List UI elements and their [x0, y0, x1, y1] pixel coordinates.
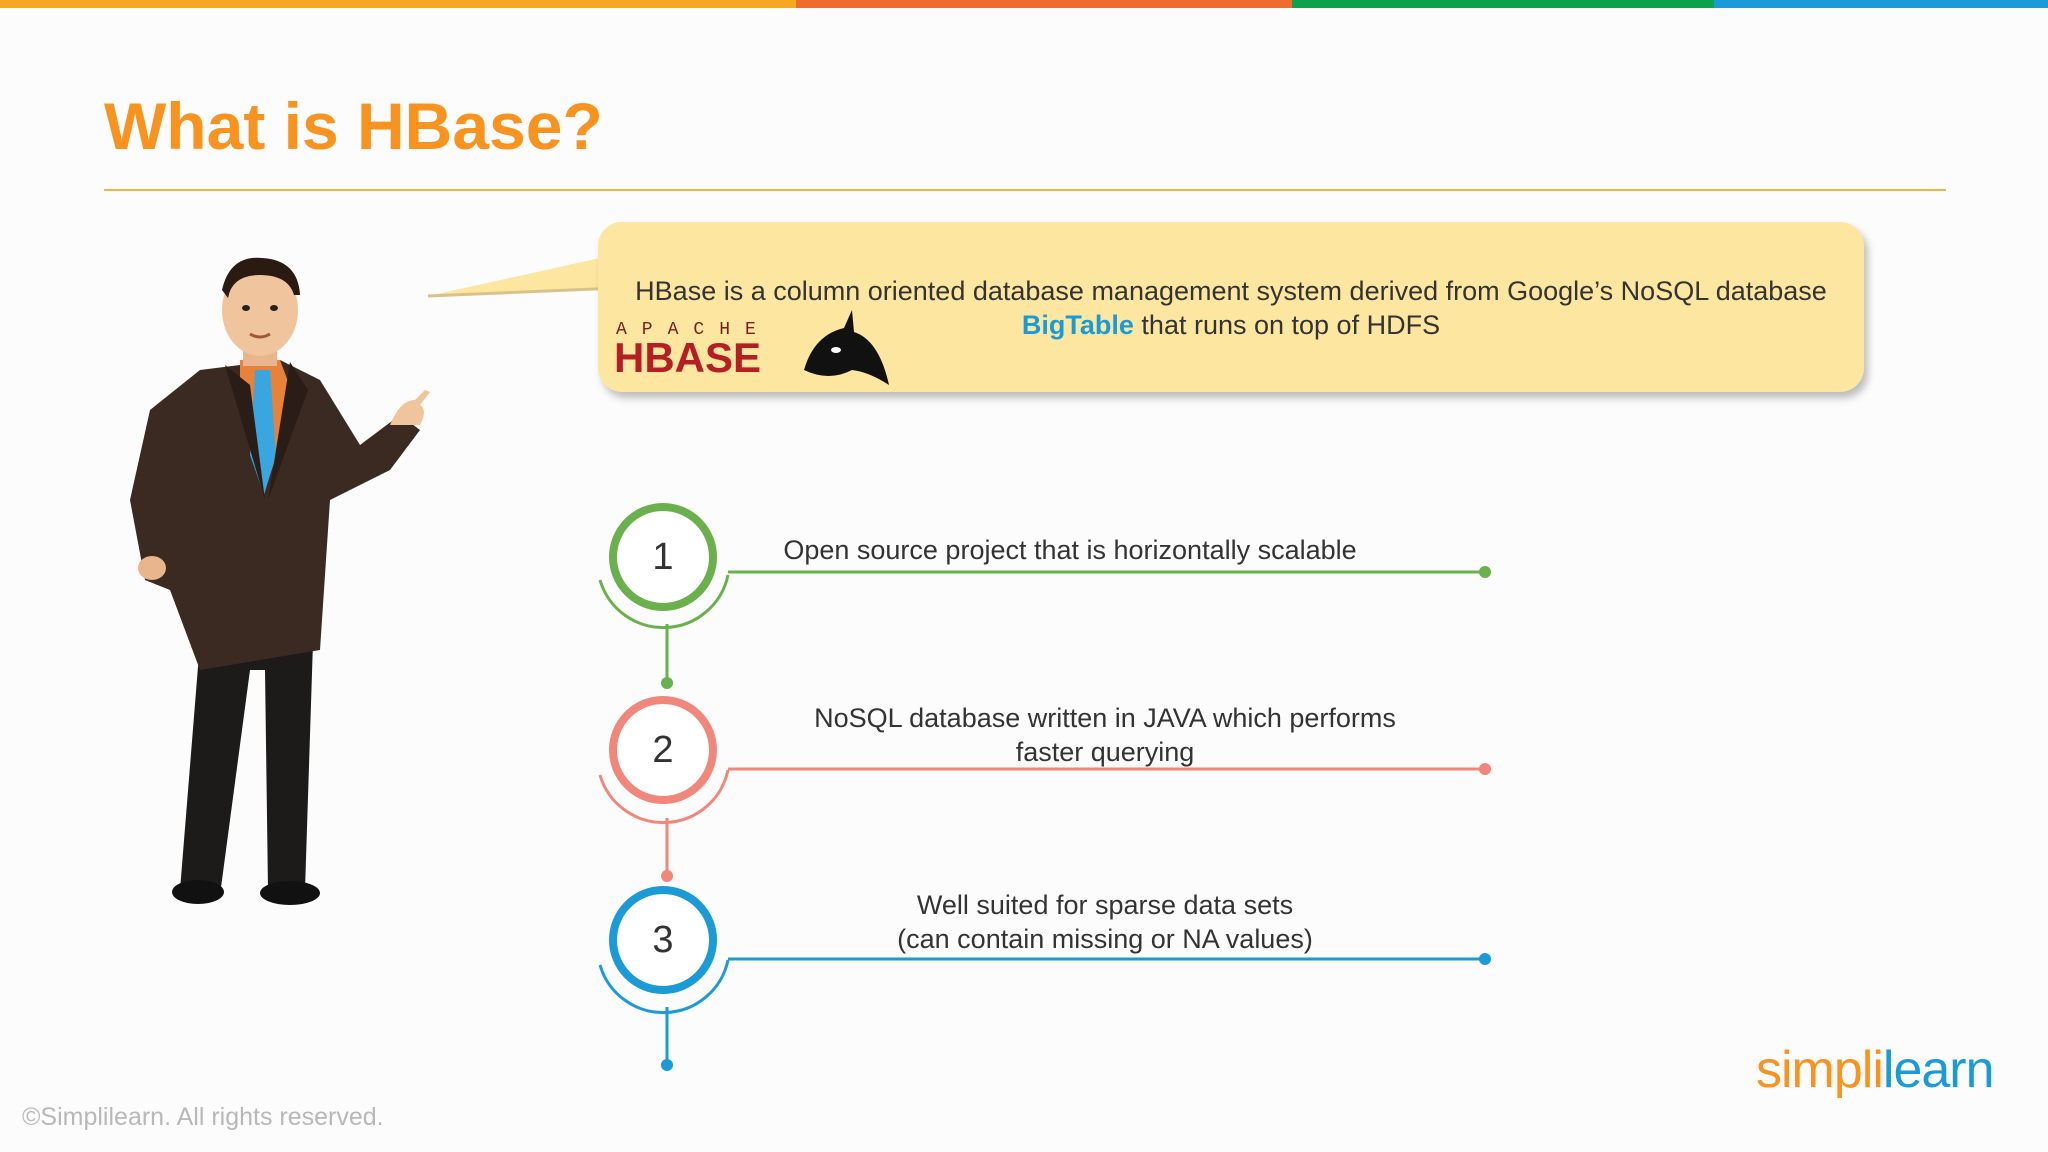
logo-small-text: APACHE [616, 320, 771, 340]
step-2-number: 2 [652, 729, 674, 771]
apache-hbase-logo: APACHE HBASE [614, 310, 889, 385]
step-3-number: 3 [652, 919, 674, 961]
bubble-line-1: HBase is a column oriented database mana… [635, 276, 1827, 306]
presenter-figure [130, 257, 430, 905]
bubble-line-2-rest: that runs on top of HDFS [1133, 310, 1441, 340]
step-1-graphic [598, 503, 1491, 689]
orca-icon [804, 310, 889, 385]
top-color-strip [0, 0, 2048, 8]
logo-big-text: HBASE [614, 334, 761, 381]
simplilearn-logo: simplilearn [1756, 1040, 1995, 1100]
step-1-number: 1 [652, 536, 674, 578]
step-3-line-1: Well suited for sparse data sets [916, 890, 1294, 920]
title-divider [104, 189, 1946, 191]
step-2-line-2: faster querying [1015, 737, 1195, 767]
step-3-graphic [598, 886, 1491, 1071]
steps-timeline [598, 503, 1491, 1071]
step-1-text: Open source project that is horizontally… [720, 533, 1420, 567]
bubble-line-2: BigTable that runs on top of HDFS [598, 308, 1864, 342]
step-2-line-1: NoSQL database written in JAVA which per… [814, 703, 1396, 733]
step-3-line-2: (can contain missing or NA values) [897, 924, 1313, 954]
brand-part-i: i [1872, 1041, 1884, 1099]
bubble-tail [428, 254, 618, 298]
copyright-text: ©Simplilearn. All rights reserved. [22, 1103, 384, 1131]
bubble-text: HBase is a column oriented database mana… [598, 274, 1864, 342]
step-2-graphic [598, 696, 1491, 882]
brand-part-b: learn [1882, 1041, 1995, 1099]
page-title: What is HBase? [104, 89, 603, 163]
brand-part-a: simpl [1756, 1041, 1873, 1099]
step-1-line-1: Open source project that is horizontally… [783, 535, 1357, 565]
bigtable-highlight: BigTable [1021, 310, 1134, 340]
speech-bubble: HBase is a column oriented database mana… [598, 222, 1864, 392]
step-2-text: NoSQL database written in JAVA which per… [720, 701, 1490, 769]
step-3-text: Well suited for sparse data sets (can co… [720, 888, 1490, 956]
